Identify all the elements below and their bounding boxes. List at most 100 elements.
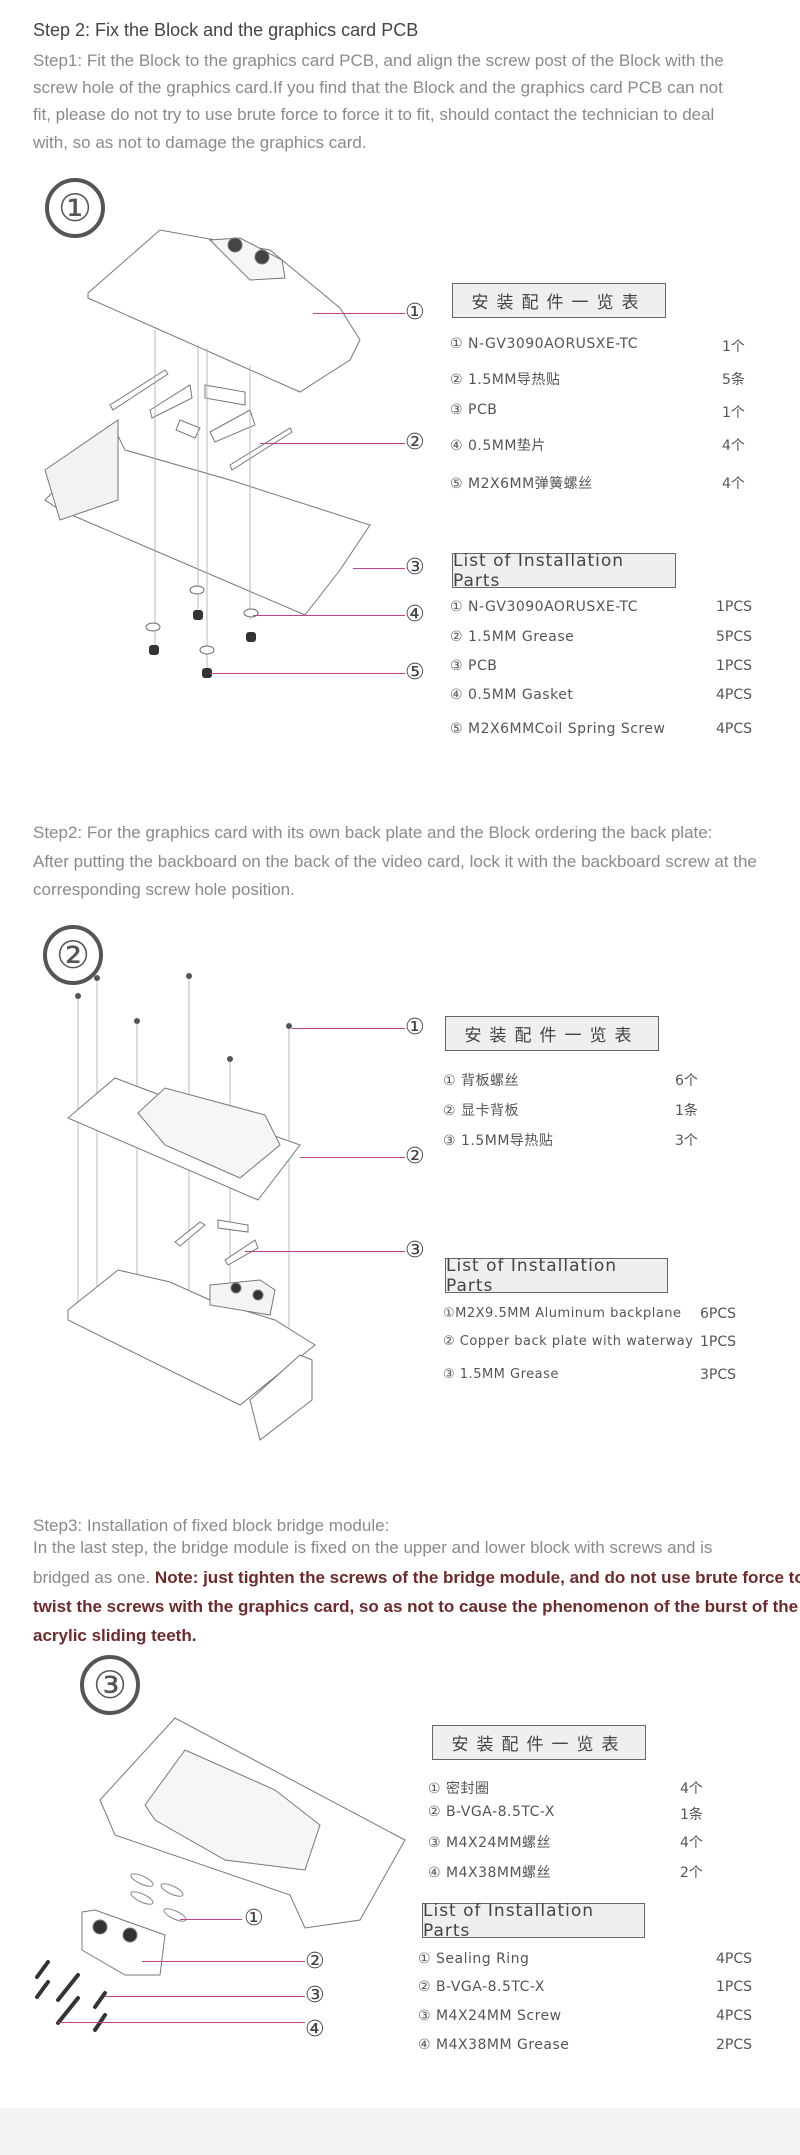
step2-backplate-heading: Step2: For the graphics card with its ow… [33,823,713,842]
cn-part-qty: 4个 [722,476,745,492]
en-parts-list-title: List of Installation Parts [422,1901,645,1941]
cn-part-qty: 1个 [722,405,745,421]
en-part-label: ③ PCB [450,658,498,674]
cn-parts-list-title: 安装配件一览表 [445,1016,659,1051]
backplate-exploded-diagram [67,973,316,1441]
cn-part-label: ③ PCB [450,402,498,418]
cn-part-label: ③ 1.5MM导热贴 [443,1133,554,1149]
cn-part-qty: 2个 [680,1865,703,1881]
en-part-qty: 5PCS [716,629,753,645]
callout-leader [180,1919,242,1920]
step3-note: Note: just tighten the screws of the bri… [154,1568,800,1587]
cn-part-label: ④ M4X38MM螺丝 [428,1865,552,1881]
cn-parts-list-title: 安装配件一览表 [432,1725,646,1760]
step-number-3: ③ [80,1655,140,1715]
step3-heading: Step3: Installation of fixed block bridg… [33,1516,390,1535]
callout-4: ④ [305,2017,325,2042]
en-part-label: ① N-GV3090AORUSXE-TC [450,599,639,615]
callout-leader [142,1961,305,1962]
step3-note: acrylic sliding teeth. [33,1626,197,1645]
cn-part-qty: 1条 [680,1807,703,1823]
cn-part-label: ② 1.5MM导热贴 [450,372,561,388]
callout-3: ③ [405,555,425,580]
cn-part-label: ① 背板螺丝 [443,1073,520,1089]
step2-text-line: corresponding screw hole position. [33,880,295,899]
callout-4: ④ [405,602,425,627]
callout-leader [353,568,405,569]
cn-part-label: ② B-VGA-8.5TC-X [428,1804,555,1820]
callout-leader [210,673,405,674]
callout-3: ③ [305,1983,325,2008]
step3-note: twist the screws with the graphics card,… [33,1597,799,1616]
cn-part-qty: 6个 [675,1073,698,1089]
cn-part-label: ③ M4X24MM螺丝 [428,1835,552,1851]
callout-1: ① [244,1906,264,1931]
en-part-label: ④ M4X38MM Grease [418,2037,570,2053]
en-part-qty: 4PCS [716,2008,753,2024]
callout-2: ② [305,1949,325,1974]
cn-part-qty: 4个 [722,438,745,454]
cn-part-qty: 1条 [675,1103,698,1119]
cn-part-qty: 3个 [675,1133,698,1149]
callout-leader [292,1028,405,1029]
callout-5: ⑤ [405,660,425,685]
cn-parts-list-title: 安装配件一览表 [452,283,666,318]
cn-part-label: ① 密封圈 [428,1781,490,1797]
cn-part-label: ② 显卡背板 [443,1103,520,1119]
en-part-label: ② B-VGA-8.5TC-X [418,1979,545,1995]
step-number-2: ② [43,925,103,985]
en-part-qty: 1PCS [716,599,753,615]
en-part-qty: 3PCS [700,1367,737,1383]
en-part-label: ①M2X9.5MM Aluminum backplane [443,1306,682,1321]
step1-text-line: screw hole of the graphics card.If you f… [33,78,723,97]
step1-text-line: with, so as not to damage the graphics c… [33,133,367,152]
callout-leader [105,1996,305,1997]
en-part-label: ② 1.5MM Grease [450,629,575,645]
callout-2: ② [405,430,425,455]
step2-text-line: After putting the backboard on the back … [33,852,757,871]
cn-part-label: ④ 0.5MM垫片 [450,438,546,454]
callout-leader [300,1157,405,1158]
callout-leader [313,313,405,314]
en-part-label: ③ 1.5MM Grease [443,1367,559,1382]
step3-plain-text: bridged as one. [33,1568,155,1587]
step3-text-line: In the last step, the bridge module is f… [33,1538,713,1557]
en-part-label: ② Copper back plate with waterway [443,1334,694,1349]
cn-part-qty: 4个 [680,1781,703,1797]
callout-1: ① [405,1015,425,1040]
step1-text-line: Step1: Fit the Block to the graphics car… [33,51,724,70]
step1-text-line: fit, please do not try to use brute forc… [33,105,715,124]
callout-leader [58,2022,305,2023]
callout-1: ① [405,300,425,325]
en-part-qty: 2PCS [716,2037,753,2053]
step-number-1: ① [45,178,105,238]
cn-part-qty: 4个 [680,1835,703,1851]
en-part-label: ③ M4X24MM Screw [418,2008,562,2024]
cn-part-qty: 5条 [722,372,745,388]
callout-leader [253,615,405,616]
callout-2: ② [405,1144,425,1169]
en-part-label: ① Sealing Ring [418,1951,530,1967]
en-part-label: ⑤ M2X6MMCoil Spring Screw [450,721,666,737]
step2-title: Step 2: Fix the Block and the graphics c… [33,20,419,40]
en-part-qty: 1PCS [700,1334,737,1350]
cn-part-qty: 1个 [722,339,745,355]
callout-leader [245,1251,405,1252]
en-part-qty: 1PCS [716,1979,753,1995]
cn-part-label: ① N-GV3090AORUSXE-TC [450,336,639,352]
en-part-qty: 1PCS [716,658,753,674]
en-part-qty: 4PCS [716,1951,753,1967]
callout-leader [260,443,405,444]
en-part-qty: 4PCS [716,687,753,703]
en-part-label: ④ 0.5MM Gasket [450,687,574,703]
block-pcb-exploded-diagram [44,229,371,678]
en-part-qty: 4PCS [716,721,753,737]
en-part-qty: 6PCS [700,1306,737,1322]
footer-band [0,2108,800,2155]
step3-text-line: bridged as one. Note: just tighten the s… [33,1564,800,1592]
callout-3: ③ [405,1238,425,1263]
en-parts-list-title: List of Installation Parts [452,551,676,591]
cn-part-label: ⑤ M2X6MM弹簧螺丝 [450,476,593,492]
en-parts-list-title: List of Installation Parts [445,1256,668,1296]
bridge-module-diagram [35,1717,406,2032]
